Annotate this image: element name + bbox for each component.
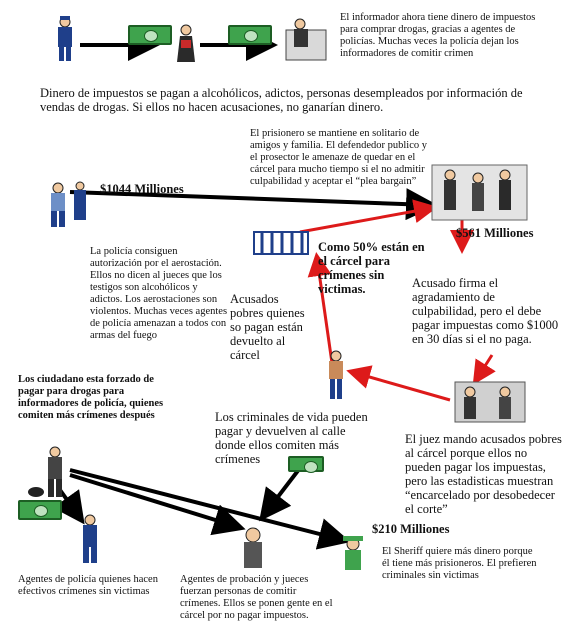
court-group-icon [431,164,528,221]
returned-accused-icon [329,350,343,399]
arrow-citizen-to-police-agent [53,488,85,525]
informer-note: El informador ahora tiene dinero de impu… [340,12,536,59]
arrow-judge-to-returned [346,365,451,402]
signs-plea: Acusado firma el agradamiento de culpabi… [412,276,559,346]
amount-1044: $1044 Milliones [100,182,184,196]
probation-agents: Agentes de probación y jueces fuerzan pe… [180,574,333,621]
prisoner-note: El prisionero se mantiene en solitario d… [250,128,427,187]
money-icon-citizen [18,500,62,520]
money-icon-criminals [288,456,324,473]
arrow-criminals-to-probation [259,466,302,522]
arrested-man-icon [51,181,86,227]
arrow-jail-to-court [299,199,438,234]
sheriff-note: El Sheriff quiere más dinero porque él t… [382,546,537,581]
jail-bars-icon [253,231,309,255]
arrow-plea-to-judge [472,354,496,386]
informer-woman-icon [177,24,195,62]
judge-note: El juez mando acusados pobres al cárcel … [405,432,562,516]
judge-bench-icon [454,381,526,423]
arrow-citizen-to-sheriff [69,468,351,550]
money-icon-top-mid [228,25,272,45]
jail-stat: Como 50% están en el cárcel para crímene… [318,240,425,296]
criminals-return: Los criminales de vida pueden pagar y de… [215,410,368,466]
citizen-with-dog-icon [28,446,62,497]
amount-210: $210 Milliones [372,522,450,536]
citizen-forced: Los ciudadano esta forzado de pagar para… [18,374,164,421]
arrow-citizen-to-probation [69,473,246,536]
headline: Dinero de impuestos se pagan a alcohólic… [40,86,523,114]
poor-accused: Acusados pobres quienes so pagan están d… [230,292,305,362]
sheriff-icon [343,536,363,570]
arrow-returned-to-jail [307,252,335,371]
police-officer-icon [58,16,72,61]
arrow-arrest-to-court [69,188,438,221]
money-icon-top-left [128,25,172,45]
probation-agent-icon [244,527,262,568]
drug-dealer-icon [285,18,327,61]
police-note: La policía consiguen autorización por el… [90,246,228,341]
police-agent-icon [83,514,97,563]
police-agents: Agentes de policía quienes hacen efectiv… [18,574,158,597]
amount-561: $561 Milliones [456,226,534,240]
